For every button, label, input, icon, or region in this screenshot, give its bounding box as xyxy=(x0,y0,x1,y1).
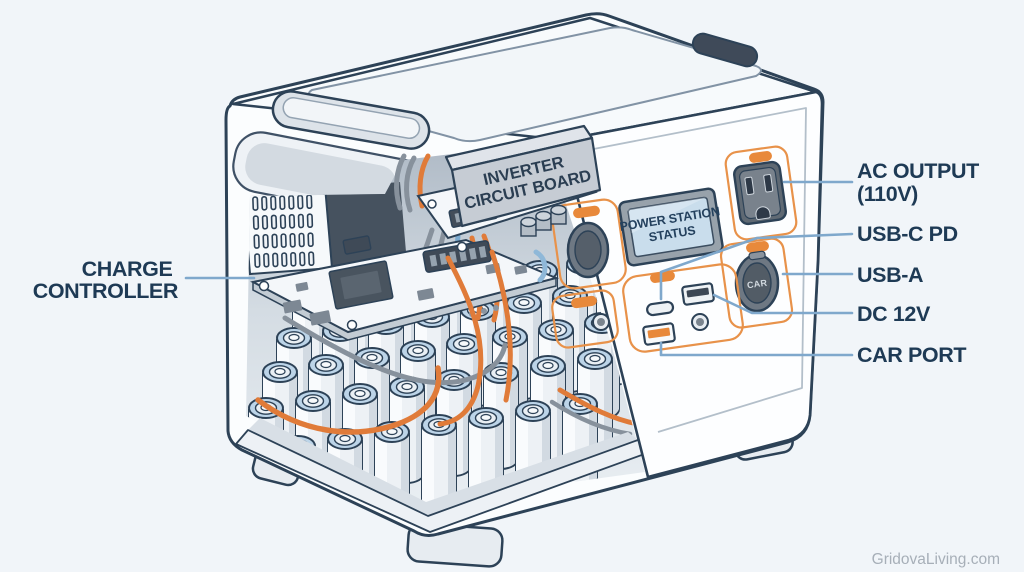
panel-inner-border xyxy=(577,107,807,433)
car-socket-label: CAR xyxy=(746,278,768,291)
label-car-port: CAR PORT xyxy=(857,343,966,367)
capacitors xyxy=(520,204,567,237)
label-charge-controller-line1: CHARGE xyxy=(82,257,173,281)
label-usb-c-pd: USB-C PD xyxy=(857,222,958,246)
indicator-pill xyxy=(573,205,600,219)
status-screen: POWER STATION STATUS xyxy=(618,187,724,267)
label-ac-output-line1: AC OUTPUT xyxy=(857,159,979,183)
usb-a-fast-port xyxy=(642,322,676,346)
usb-c-port xyxy=(646,300,675,317)
leader-usb-c xyxy=(659,232,854,301)
usb-a-port xyxy=(681,282,715,306)
ac-outlet xyxy=(733,160,787,226)
leader-lines xyxy=(184,180,854,357)
label-ac-output-line2: (110V) xyxy=(857,182,918,206)
leader-car-port xyxy=(659,341,854,357)
blue-wire-loop xyxy=(533,249,548,283)
top-grip-slot xyxy=(691,32,759,68)
label-charge-controller-line2: CONTROLLER xyxy=(33,279,179,303)
indicator-pill xyxy=(749,151,772,163)
leader-dc-12v xyxy=(712,293,854,315)
charge-controller-board xyxy=(250,235,560,341)
dc-input-section xyxy=(551,198,627,290)
interior-shadow xyxy=(322,182,406,268)
label-usb-a: USB-A xyxy=(857,263,923,287)
label-charge-controller: CHARGE CONTROLLER xyxy=(33,257,179,303)
usb-section xyxy=(622,263,744,353)
label-ac-output: AC OUTPUT (110V) xyxy=(857,159,984,206)
watermark: GridovaLiving.com xyxy=(872,551,1000,568)
label-dc-12v: DC 12V xyxy=(857,302,931,326)
indicator-pill xyxy=(746,241,769,253)
vent-grille xyxy=(246,184,334,276)
wire-connector-strip xyxy=(422,240,492,273)
indicator-pill xyxy=(650,270,675,283)
inverter-assembly: INVERTER CIRCUIT BOARD xyxy=(394,124,602,283)
inverter-board-slab: INVERTER CIRCUIT BOARD xyxy=(444,124,602,228)
indicator-pill xyxy=(571,295,597,309)
pack-wires xyxy=(255,249,641,437)
handle-slot xyxy=(271,90,431,150)
aux-section xyxy=(551,289,619,349)
port-panel: POWER STATION STATUS CAR xyxy=(551,90,824,479)
